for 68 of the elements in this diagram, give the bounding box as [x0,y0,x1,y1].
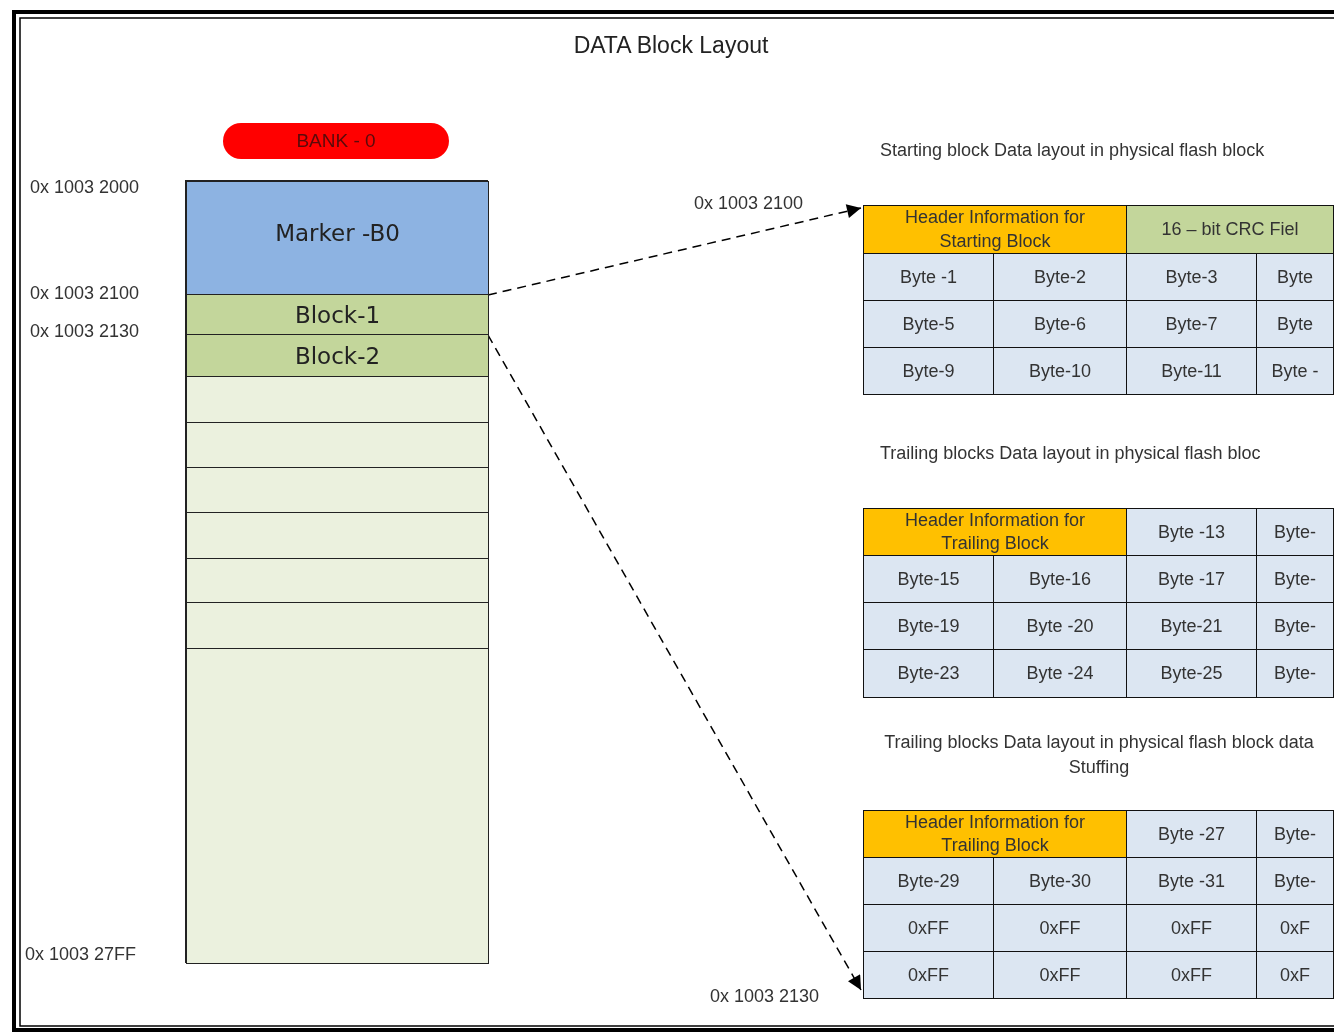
table-cell: Byte -1 [863,253,994,301]
table-cell: Byte-5 [863,300,994,348]
table-cell: Byte-7 [1126,300,1257,348]
table-cell: Byte -20 [993,602,1127,650]
dashed-arrow [487,334,862,991]
table-cell: Byte -13 [1126,508,1257,556]
table-cell: 0xFF [863,904,994,952]
address-label: 0x 1003 2130 [30,321,140,342]
table-cell: Byte-9 [863,347,994,395]
memory-block [186,512,489,559]
table-cell: Byte - [1256,347,1334,395]
table-cell: Byte-3 [1126,253,1257,301]
table-cell: Byte-30 [993,857,1127,905]
table-cell: Header Information for Trailing Block [863,810,1127,858]
address-label: 0x 1003 2000 [30,177,140,198]
table-cell: Byte-15 [863,555,994,603]
table-cell: Byte- [1256,602,1334,650]
table-cell: 0xFF [1126,904,1257,952]
table-cell: 0xF [1256,904,1334,952]
address-label: 0x 1003 27FF [25,944,137,965]
table-cell: 0xFF [993,904,1127,952]
memory-block [186,376,489,423]
table-cell: Byte-10 [993,347,1127,395]
dashed-arrow [487,204,862,296]
table-cell: Byte -27 [1126,810,1257,858]
table-cell: Byte- [1256,555,1334,603]
table-cell: Byte-19 [863,602,994,650]
diagram-title: DATA Block Layout [572,32,770,59]
table-cell: Header Information for Starting Block [863,205,1127,254]
memory-block [186,467,489,513]
address-label: 0x 1003 2130 [710,986,820,1007]
address-label: 0x 1003 2100 [30,283,140,304]
memory-block: Block-2 [186,334,489,377]
table-cell: Header Information for Trailing Block [863,508,1127,556]
table-cell: Byte -24 [993,649,1127,698]
table-cell: 0xF [1256,951,1334,999]
table-cell: 0xFF [863,951,994,999]
table-cell: Byte -31 [1126,857,1257,905]
table-cell: Byte-21 [1126,602,1257,650]
memory-column [185,180,488,963]
table-cell: Byte-6 [993,300,1127,348]
memory-block: Block-1 [186,294,489,335]
table-cell: Byte [1256,300,1334,348]
memory-block [186,558,489,603]
table-cell: 0xFF [1126,951,1257,999]
memory-block [186,648,489,964]
table-title: Trailing blocks Data layout in physical flash bloc [880,441,1262,465]
memory-block [186,602,489,649]
table-cell: Byte-2 [993,253,1127,301]
table-cell: Byte-29 [863,857,994,905]
table-cell: Byte-16 [993,555,1127,603]
table-cell: Byte [1256,253,1334,301]
table-title: Trailing blocks Data layout in physical flash block data Stuffing [883,731,1315,779]
table-cell: Byte- [1256,857,1334,905]
memory-block: Marker -B0 [186,181,489,295]
table-cell: Byte-23 [863,649,994,698]
table-cell: Byte-11 [1126,347,1257,395]
address-label: 0x 1003 2100 [694,193,804,214]
table-cell: Byte- [1256,508,1334,556]
table-cell: 16 – bit CRC Fiel [1126,205,1334,254]
table-title: Starting block Data layout in physical flash block [880,138,1266,162]
bank-label: BANK - 0 [223,123,449,159]
table-cell: Byte -17 [1126,555,1257,603]
table-cell: Byte- [1256,649,1334,698]
table-cell: Byte- [1256,810,1334,858]
table-cell: Byte-25 [1126,649,1257,698]
memory-block [186,422,489,468]
table-cell: 0xFF [993,951,1127,999]
